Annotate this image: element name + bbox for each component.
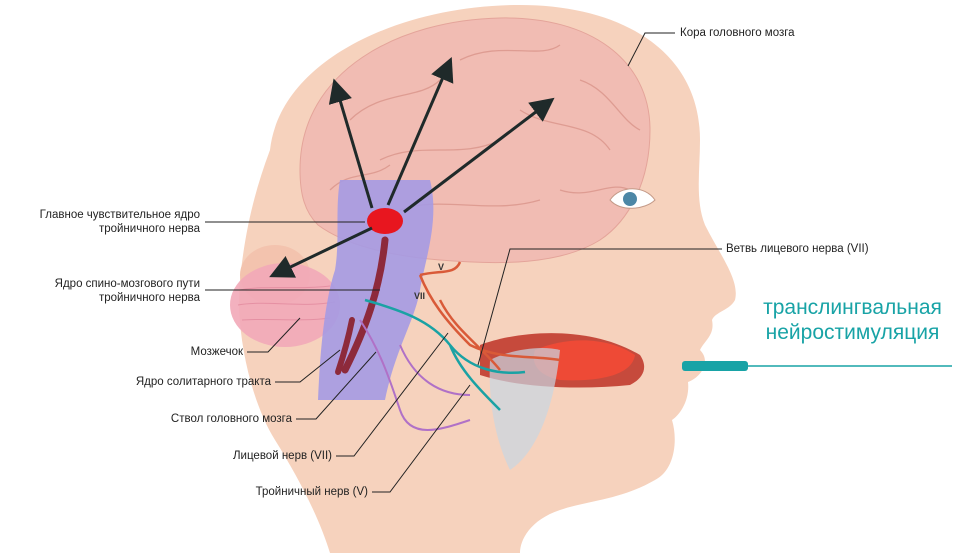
arrow-to-cerebellum <box>269 226 373 278</box>
solitary-tract <box>335 317 355 375</box>
leader-solitary <box>275 349 341 383</box>
label-facial-branch: Ветвь лицевого нерва (VII) <box>726 243 869 255</box>
label-trigeminal-nerve: Тройничный нерв (V) <box>255 486 368 498</box>
trigeminal-nerve <box>418 261 561 371</box>
label-cerebellum: Мозжечок <box>190 346 243 358</box>
tns-device <box>682 361 748 371</box>
leader-cerebellum <box>247 317 301 353</box>
tns-label: транслингвальная нейростимуляция <box>745 295 960 345</box>
label-cortex: Кора головного мозга <box>680 27 795 39</box>
label-main-nucleus: Главное чувствительное ядро тройничного … <box>15 208 200 236</box>
label-solitary-nucleus: Ядро солитарного тракта <box>135 376 271 388</box>
leader-cortex <box>627 32 675 67</box>
main-sensory-nucleus <box>367 208 403 234</box>
arrow-to-cortex-1 <box>328 78 374 209</box>
label-facial-nerve: Лицевой нерв (VII) <box>233 450 332 462</box>
label-spinal-nucleus-line1: Ядро спино-мозгового пути <box>54 278 200 290</box>
tns-label-line1: транслингвальная <box>763 296 942 319</box>
tns-label-line2: нейростимуляция <box>765 321 940 344</box>
label-main-nucleus-line2: тройничного нерва <box>98 223 200 235</box>
label-spinal-nucleus-line2: тройничного нерва <box>98 292 200 304</box>
leader-brainstem <box>296 351 377 420</box>
arrow-to-cortex-2 <box>386 56 454 206</box>
cerebellum <box>230 263 340 347</box>
label-main-nucleus-line1: Главное чувствительное ядро <box>39 209 200 221</box>
spinal-tract <box>341 236 389 374</box>
cerebellum-folds <box>237 285 336 321</box>
label-spinal-nucleus: Ядро спино-мозгового пути тройничного не… <box>15 277 200 305</box>
lower-jaw-tissue <box>489 348 560 470</box>
mark-v: V <box>438 262 445 272</box>
leader-facial-branch <box>477 248 722 366</box>
iris <box>623 192 637 206</box>
leader-trigeminal <box>372 384 471 493</box>
facial-nerve <box>364 298 526 411</box>
mark-vii: VII <box>414 291 426 301</box>
leader-facial-nerve <box>336 332 449 457</box>
brain-folds <box>329 44 641 211</box>
other-nerves <box>359 319 471 431</box>
label-brainstem: Ствол головного мозга <box>170 413 292 425</box>
arrow-to-cortex-3 <box>403 97 555 214</box>
